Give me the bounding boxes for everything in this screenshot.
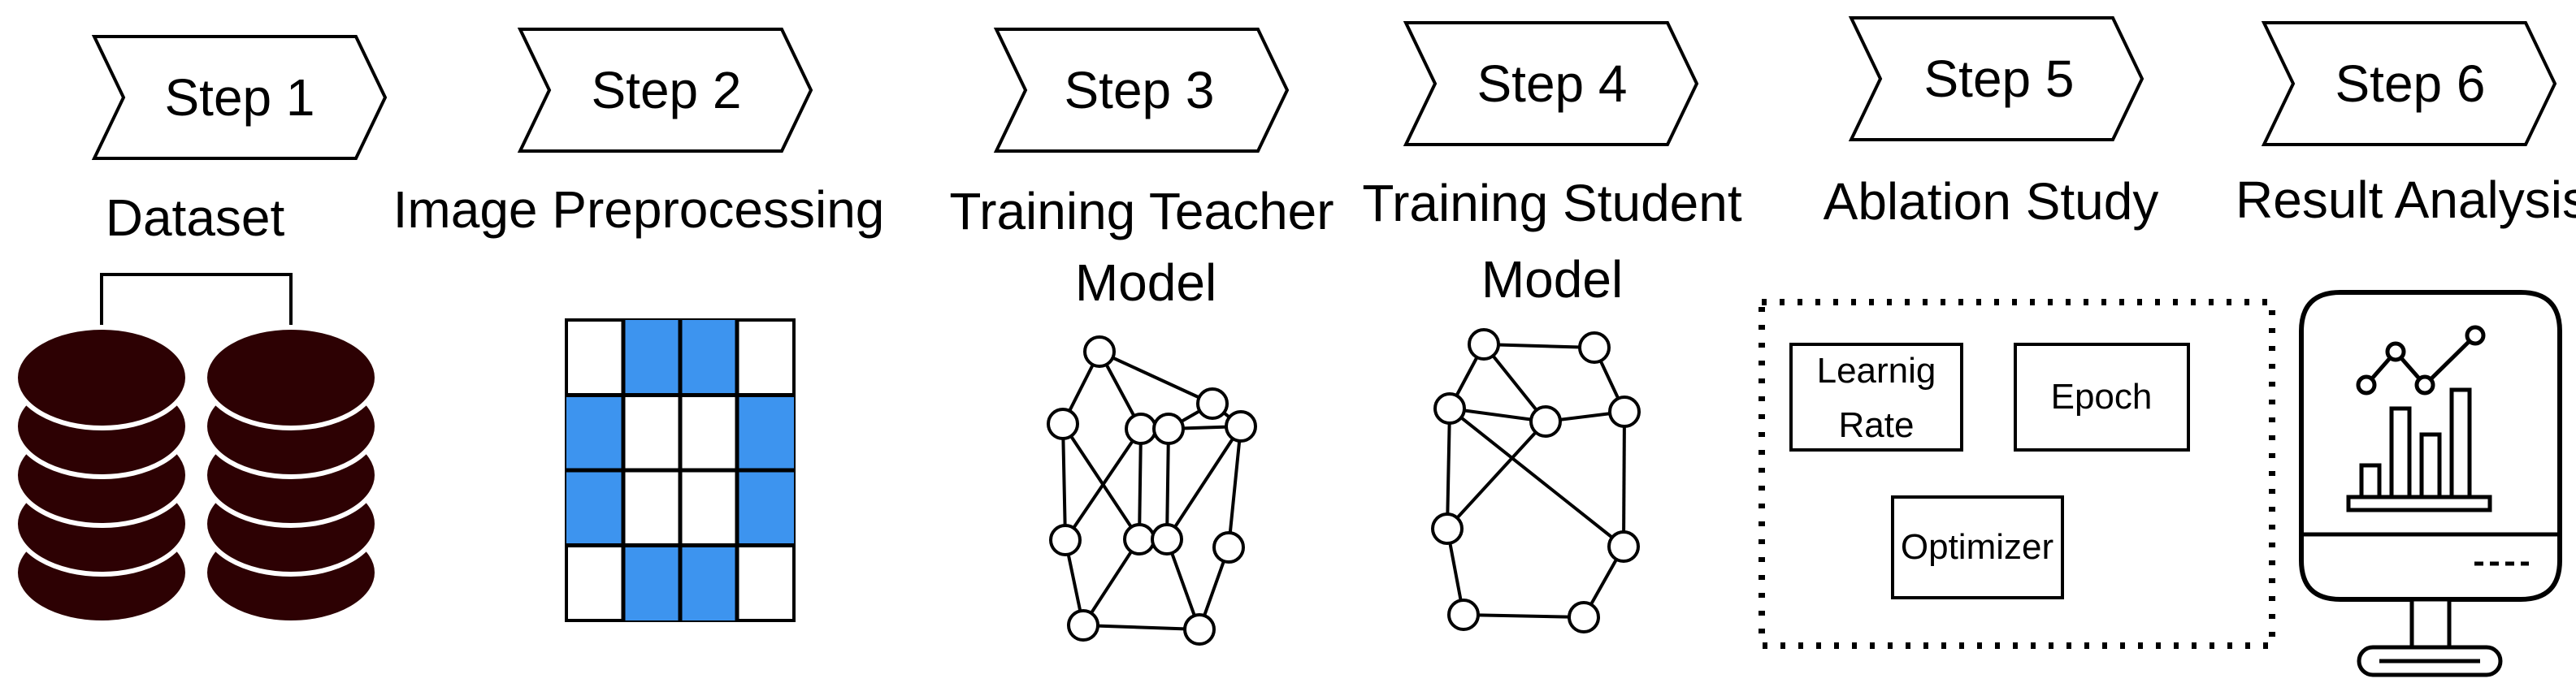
step-6-label: Step 6 bbox=[2335, 54, 2485, 113]
student-network-icon bbox=[1431, 328, 1641, 633]
step-4-label: Step 4 bbox=[1477, 54, 1627, 113]
database-stack-left bbox=[13, 325, 190, 625]
step-4-title-line2: Model bbox=[1481, 250, 1623, 309]
optimizer-label: Optimizer bbox=[1901, 527, 2053, 567]
learning-rate-box: Learnig Rate bbox=[1789, 343, 1963, 452]
step-6-title: Result Analysis bbox=[2236, 171, 2576, 229]
step-4-arrow: Step 4 bbox=[1403, 21, 1699, 146]
step-5-label: Step 5 bbox=[1923, 50, 2074, 108]
step-1-arrow: Step 1 bbox=[91, 35, 388, 160]
step-6-arrow: Step 6 bbox=[2261, 21, 2557, 146]
step-3-arrow: Step 3 bbox=[993, 28, 1290, 153]
step-2-title: Image Preprocessing bbox=[393, 180, 885, 239]
teacher-network-icon bbox=[1047, 335, 1257, 646]
step-5-arrow: Step 5 bbox=[1848, 16, 2144, 141]
ablation-panel: Learnig Rate Epoch Optimizer bbox=[1759, 299, 2275, 649]
database-stack-right bbox=[202, 325, 379, 625]
pixel-grid-icon bbox=[565, 318, 796, 622]
step-2-label: Step 2 bbox=[591, 61, 741, 119]
monitor-chart-icon bbox=[2299, 290, 2562, 677]
epoch-box: Epoch bbox=[2014, 343, 2190, 452]
step-1-title: Dataset bbox=[106, 188, 285, 247]
step-3-label: Step 3 bbox=[1064, 61, 1214, 119]
database-icon bbox=[13, 273, 379, 625]
learning-rate-line2: Rate bbox=[1839, 405, 1915, 445]
epoch-label: Epoch bbox=[2051, 377, 2153, 417]
step-2-arrow: Step 2 bbox=[517, 28, 813, 153]
optimizer-box: Optimizer bbox=[1891, 495, 2064, 599]
step-3-title-line2: Model bbox=[1075, 253, 1216, 312]
step-4-title-line1: Training Student bbox=[1362, 174, 1741, 232]
learning-rate-line1: Learnig bbox=[1817, 351, 1936, 391]
step-5-title: Ablation Study bbox=[1824, 172, 2159, 231]
step-3-title-line1: Training Teacher bbox=[949, 182, 1334, 240]
step-1-label: Step 1 bbox=[164, 68, 314, 127]
